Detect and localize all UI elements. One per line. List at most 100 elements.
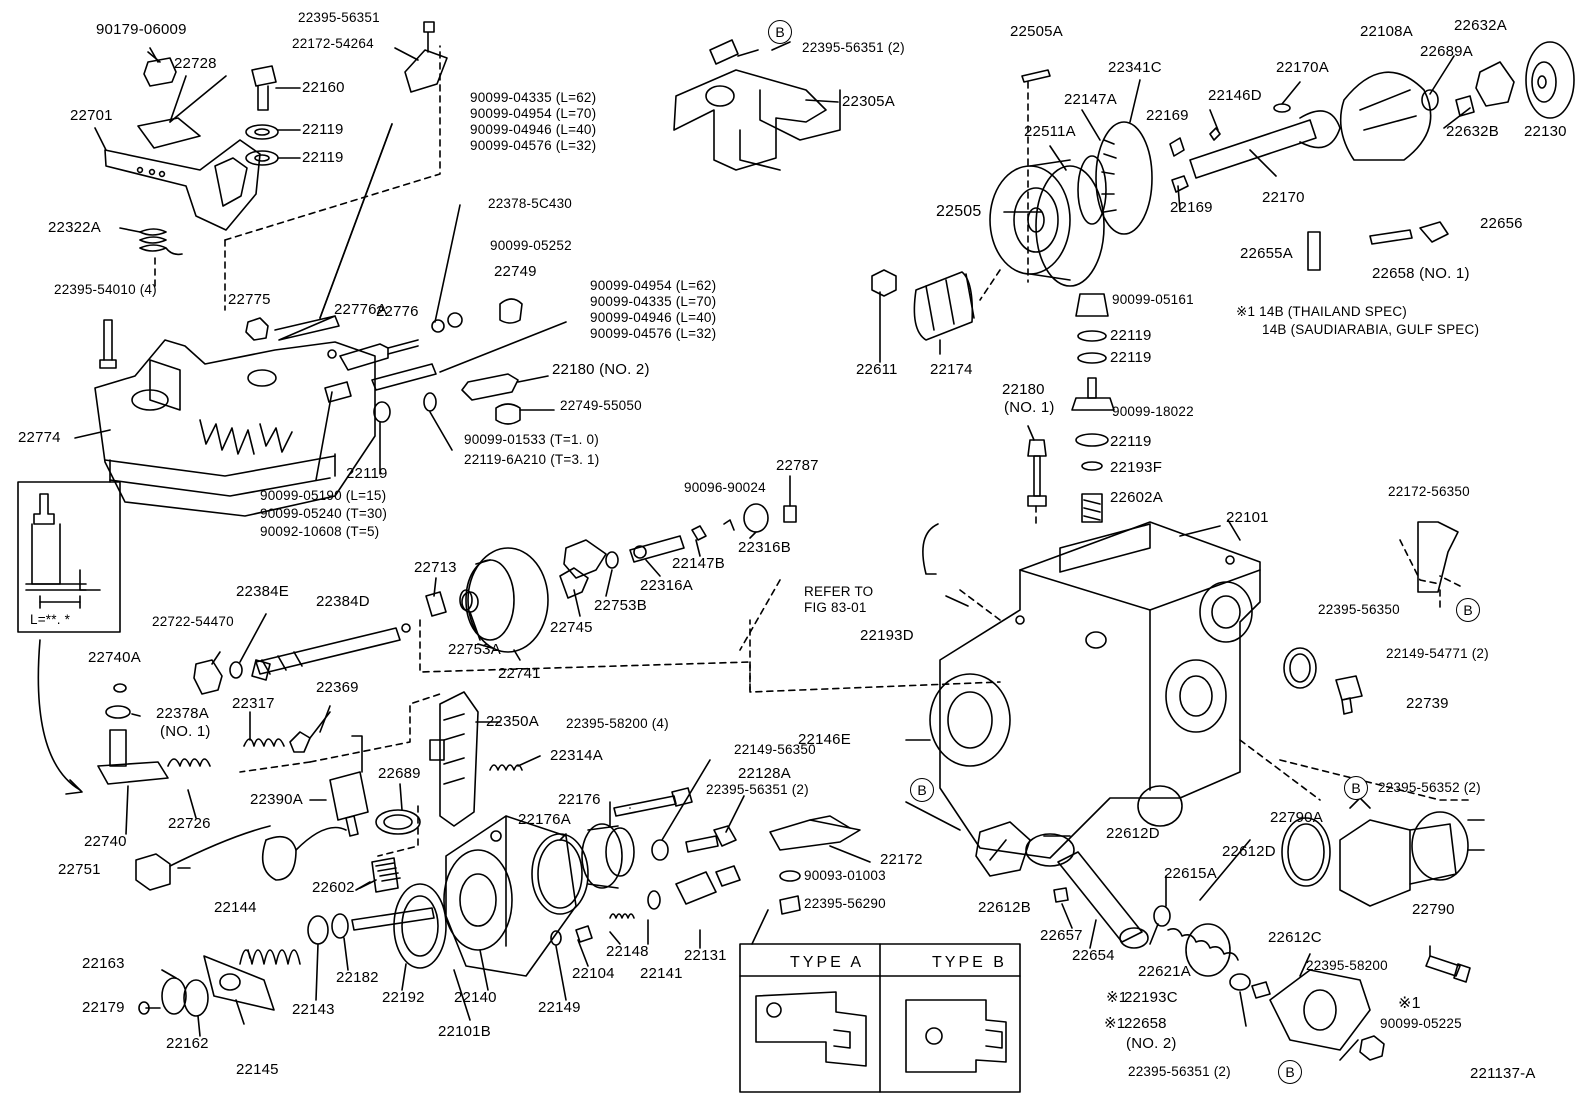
- part-label: 22658 (NO. 1): [1372, 265, 1470, 282]
- part-label: 90099-05252: [490, 238, 572, 253]
- pump-housing-22101: [929, 521, 1261, 877]
- part-label: 22753A: [448, 641, 501, 658]
- part-label: 22143: [292, 1001, 335, 1018]
- part-label: 90099-01533 (T=1. 0): [464, 432, 599, 447]
- delivery-valve-stack: [1027, 293, 1115, 527]
- part-label: 22182: [336, 969, 379, 986]
- part-label: 22341C: [1108, 59, 1162, 76]
- star-mark: ※1: [1398, 995, 1421, 1012]
- part-label: 22149-54771 (2): [1386, 646, 1489, 661]
- part-label: 22395-56350: [1318, 602, 1400, 617]
- governor-cover-group: [74, 21, 567, 517]
- leader-lines: [125, 47, 1471, 1061]
- part-label: 22101: [1226, 509, 1269, 526]
- timer-control-group: [17, 481, 797, 893]
- bolt-spec: 90099-04946 (L=40): [590, 310, 717, 325]
- part-label: 22612D: [1106, 825, 1160, 842]
- part-label: 22689: [378, 765, 421, 782]
- part-label: 22395-56351 (2): [802, 40, 905, 55]
- part-label: 22395-56290: [804, 896, 886, 911]
- part-label: 22145: [236, 1061, 279, 1078]
- spec-note: ※1 14B (THAILAND SPEC): [1236, 304, 1408, 319]
- part-label: 22172-56350: [1388, 484, 1470, 499]
- part-label: 90099-05161: [1112, 292, 1194, 307]
- part-label: 22602A: [1110, 489, 1163, 506]
- part-label: 22180: [1002, 381, 1045, 398]
- reference-b-marker: B: [910, 778, 934, 802]
- part-label: 22656: [1480, 215, 1523, 232]
- part-label: 22369: [316, 679, 359, 696]
- part-label: 22149: [538, 999, 581, 1016]
- type-box: [739, 943, 1021, 1093]
- part-label: 22192: [382, 989, 425, 1006]
- part-label: 22740A: [88, 649, 141, 666]
- reference-b-marker: B: [1456, 598, 1480, 622]
- bolt-spec: 90099-04954 (L=62): [590, 278, 717, 293]
- reference-b-marker: B: [1278, 1060, 1302, 1084]
- part-label: 22119: [1110, 349, 1152, 366]
- part-label: 22390A: [250, 791, 303, 808]
- part-label: 22317: [232, 695, 275, 712]
- part-label: 22162: [166, 1035, 209, 1052]
- part-label: 22119: [346, 465, 388, 482]
- part-label: 22104: [572, 965, 615, 982]
- part-label: 22511A: [1024, 123, 1076, 140]
- part-label: 22713: [414, 559, 457, 576]
- part-label: 22119-6A210 (T=3. 1): [464, 452, 600, 467]
- part-label: 22740: [84, 833, 127, 850]
- part-label: 22655A: [1240, 245, 1293, 262]
- part-label: 22193D: [860, 627, 914, 644]
- part-label: 22395-56351 (2): [706, 782, 809, 797]
- part-label: 22505: [936, 203, 982, 220]
- part-label: 22751: [58, 861, 101, 878]
- part-label: 22612C: [1268, 929, 1322, 946]
- part-label: 22119: [1110, 433, 1152, 450]
- part-label: 22146D: [1208, 87, 1262, 104]
- part-label: 22722-54470: [152, 614, 234, 629]
- star-mark: ※1: [1106, 989, 1128, 1006]
- type-a-title: TYPE A: [790, 954, 865, 971]
- part-label: 22776: [376, 303, 419, 320]
- star-mark: ※1: [1104, 1015, 1126, 1032]
- note-label: FIG 83-01: [804, 600, 867, 615]
- part-label: 22193F: [1110, 459, 1163, 476]
- part-label: 22621A: [1138, 963, 1191, 980]
- part-label: 22144: [214, 899, 257, 916]
- shim-spec: 90092-10608 (T=5): [260, 524, 380, 539]
- part-label: 22689A: [1420, 43, 1473, 60]
- part-label: 22612D: [1222, 843, 1276, 860]
- part-label: 22701: [70, 107, 113, 124]
- part-label: 22378A: [156, 705, 209, 722]
- part-label: 22787: [776, 457, 819, 474]
- part-label: 22395-54010 (4): [54, 282, 157, 297]
- part-label: 22612B: [978, 899, 1031, 916]
- spec-note: 14B (SAUDIARABIA, GULF SPEC): [1262, 322, 1480, 337]
- part-label: 22148: [606, 943, 649, 960]
- feed-pump-group: [138, 787, 861, 1017]
- part-label: 22128A: [738, 765, 791, 782]
- part-label: 22193C: [1124, 989, 1178, 1006]
- part-label: 22149-56350: [734, 742, 816, 757]
- part-label: 22790: [1412, 901, 1455, 918]
- part-label: 22108A: [1360, 23, 1413, 40]
- part-label: 22169: [1146, 107, 1189, 124]
- part-label: 90099-05225: [1380, 1016, 1462, 1031]
- dashed-traces: [239, 539, 1471, 857]
- part-label: 22739: [1406, 695, 1449, 712]
- part-label: 22170: [1262, 189, 1305, 206]
- part-label: 22316B: [738, 539, 791, 556]
- part-label: 22180 (NO. 2): [552, 361, 650, 378]
- reference-b-marker: B: [768, 20, 792, 44]
- bolt-spec: 90099-04576 (L=32): [590, 326, 717, 341]
- part-label: 90096-90024: [684, 480, 766, 495]
- part-label: 22170A: [1276, 59, 1329, 76]
- part-label: 22169: [1170, 199, 1213, 216]
- part-label: 22119: [302, 149, 344, 166]
- part-label: 22172-54264: [292, 36, 374, 51]
- part-label: 22172: [880, 851, 923, 868]
- part-label: 22775: [228, 291, 271, 308]
- part-label: 22395-56351: [298, 10, 380, 25]
- part-label: 22395-58200 (4): [566, 716, 669, 731]
- bolt-spec: 90099-04946 (L=40): [470, 122, 597, 137]
